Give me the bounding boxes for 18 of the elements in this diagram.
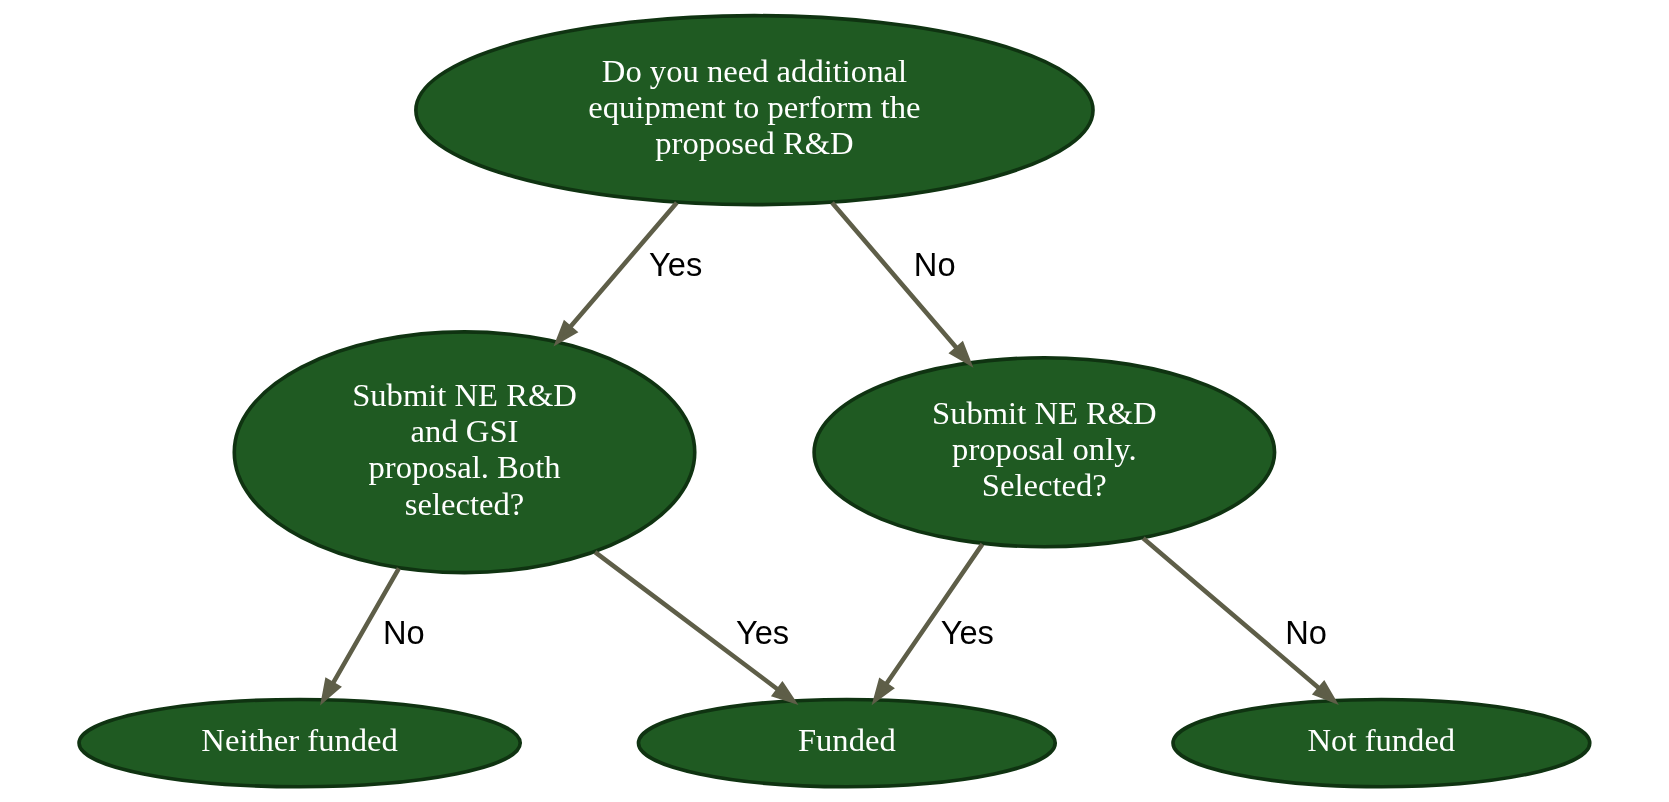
arrow — [1141, 536, 1339, 706]
arrow — [830, 201, 974, 368]
node-ellipse: Do you need additional equipment to perform the proposed R&D — [414, 13, 1095, 207]
edge-label: Yes — [735, 614, 790, 652]
edge-label: Yes — [648, 246, 703, 284]
node-ellipse: Neither funded — [77, 697, 522, 789]
node-ellipse: Funded — [636, 697, 1058, 789]
node-ellipse: Not funded — [1171, 697, 1592, 789]
arrow — [593, 550, 799, 705]
node-ellipse: Submit NE R&D and GSI proposal. Both selected? — [232, 330, 697, 575]
arrow — [871, 542, 985, 706]
edge-label: No — [1285, 614, 1328, 652]
edge-label: Yes — [940, 614, 994, 652]
node-ellipse: Submit NE R&D proposal only. Selected? — [812, 355, 1277, 549]
arrow — [320, 567, 401, 706]
arrow — [553, 201, 679, 347]
edge-label: No — [382, 614, 425, 652]
edge-label: No — [913, 246, 956, 284]
